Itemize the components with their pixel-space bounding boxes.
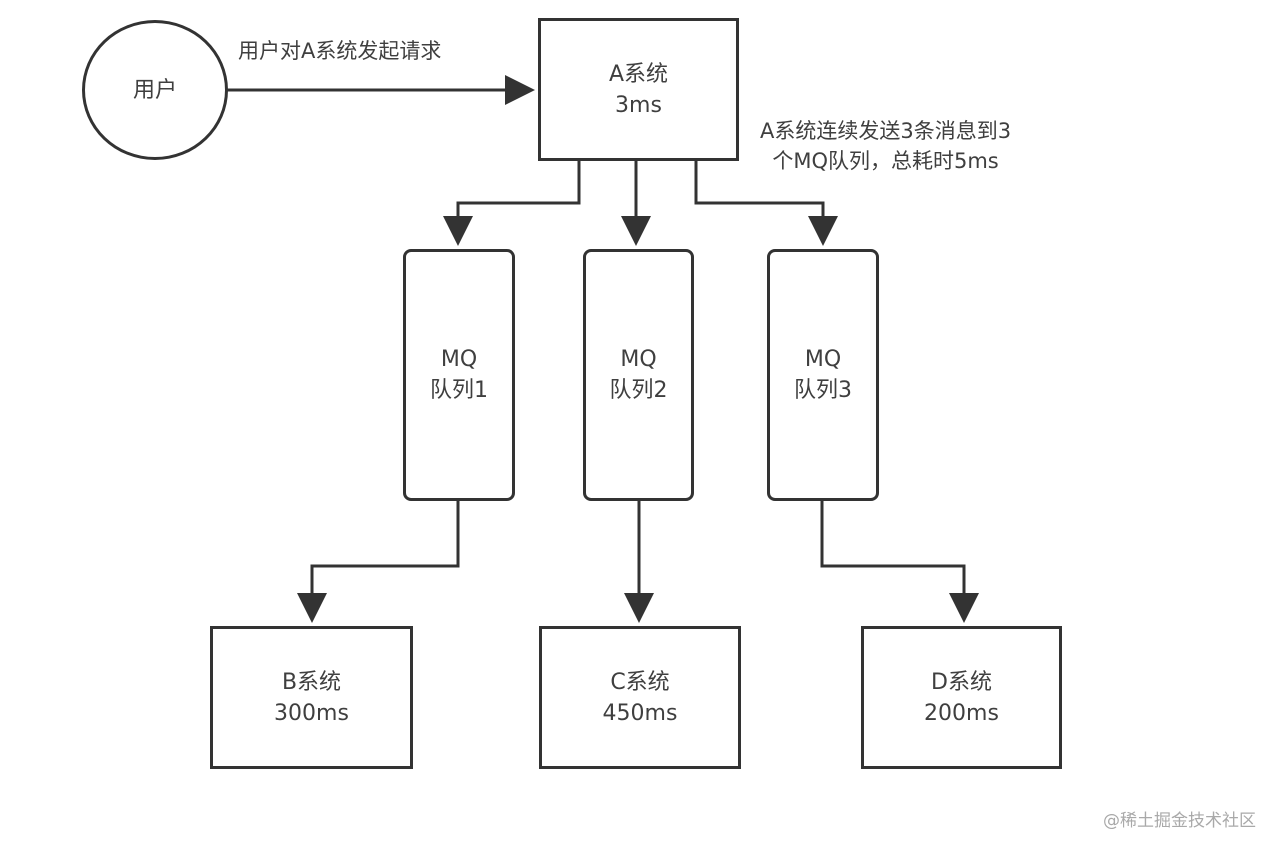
system-d-name: D系统: [931, 669, 992, 695]
mq-queue-3-type: MQ: [804, 347, 842, 372]
system-a-name: A系统: [608, 61, 669, 87]
system-c-latency: 450ms: [602, 700, 678, 726]
mq-queue-3: MQ 队列3: [767, 249, 879, 501]
send-note-line2: 个MQ队列，总耗时5ms: [772, 149, 999, 173]
arrow-mq1-to-b: [297, 500, 460, 623]
mq-queue-1-name: 队列1: [430, 378, 488, 403]
request-label: 用户对A系统发起请求: [238, 39, 442, 63]
system-b-name: B系统: [281, 669, 342, 695]
system-c-name: C系统: [610, 669, 670, 695]
send-note-line1: A系统连续发送3条消息到3: [760, 119, 1012, 143]
arrow-a-to-mq3: [694, 160, 838, 246]
mq-queue-2: MQ 队列2: [583, 249, 694, 501]
system-b-latency: 300ms: [274, 700, 349, 726]
system-d-node: D系统 200ms: [861, 626, 1062, 769]
mq-queue-3-name: 队列3: [794, 378, 852, 403]
mq-queue-2-name: 队列2: [609, 378, 668, 403]
arrow-mq3-to-d: [820, 500, 979, 623]
arrow-a-to-mq1: [443, 160, 581, 246]
mq-queue-1-type: MQ: [440, 347, 478, 372]
system-a-latency: 3ms: [615, 92, 662, 118]
system-d-latency: 200ms: [924, 700, 999, 726]
mq-queue-1: MQ 队列1: [403, 249, 515, 501]
user-node: 用户: [82, 20, 228, 160]
mq-queue-2-type: MQ: [620, 347, 657, 372]
system-a-node: A系统 3ms: [538, 18, 739, 161]
user-node-label: 用户: [132, 77, 177, 103]
send-note: A系统连续发送3条消息到3 个MQ队列，总耗时5ms: [760, 116, 1011, 176]
system-b-node: B系统 300ms: [210, 626, 413, 769]
system-c-node: C系统 450ms: [539, 626, 741, 769]
watermark: @稀土掘金技术社区: [1103, 811, 1256, 831]
